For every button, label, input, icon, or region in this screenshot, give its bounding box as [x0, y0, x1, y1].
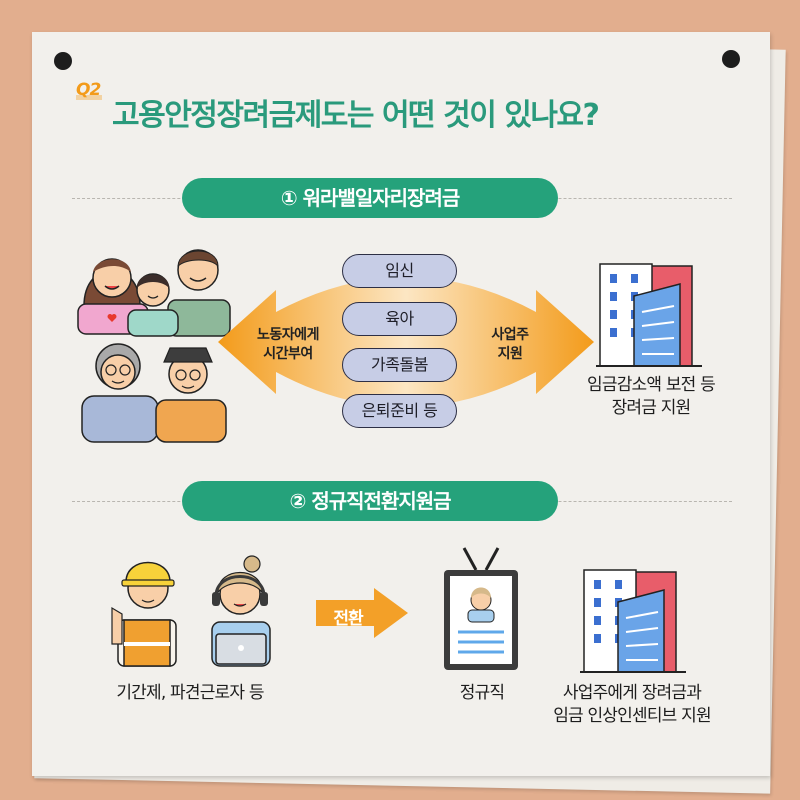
question-badge: Q2	[76, 80, 103, 100]
company-building-icon	[596, 263, 702, 367]
pin-right-icon	[722, 50, 740, 68]
change-label: 전환	[333, 609, 363, 629]
workers-caption: 기간제, 파견근로자 등	[116, 683, 264, 703]
section-1-result-caption: 임금감소액 보전 등 장려금 지원	[560, 374, 742, 420]
employee-id-badge-icon	[444, 547, 518, 670]
arrow-right-text: 사업주 지원	[480, 326, 540, 364]
double-arrow-icon	[218, 277, 594, 407]
section-2-result-line-2: 임금 인상인센티브 지원	[553, 706, 711, 726]
section-2-result-line-1: 사업주에게 장려금과	[562, 683, 702, 703]
tag-childcare: 육아	[342, 302, 457, 336]
section-2-title: ② 정규직전환지원금	[182, 481, 558, 521]
arrow-left-text: 노동자에게 시간부여	[248, 326, 328, 364]
arrow-right-line-1: 사업주	[491, 327, 529, 343]
page-title: 고용안정장려금제도는 어떤 것이 있나요?	[112, 98, 600, 133]
change-arrow-icon	[316, 588, 408, 638]
tag-pregnancy: 임신	[342, 254, 457, 288]
section-1-result-line-1: 임금감소액 보전 등	[587, 375, 716, 395]
company-building-icon	[580, 569, 686, 673]
section-1-title: ① 워라밸일자리장려금	[182, 178, 558, 218]
section-2-result-caption: 사업주에게 장려금과 임금 인상인센티브 지원	[530, 682, 734, 728]
tag-family-care: 가족돌봄	[342, 348, 457, 382]
temporary-workers-icon	[111, 555, 271, 667]
tag-retirement-prep: 은퇴준비 등	[342, 394, 457, 428]
arrow-left-line-2: 시간부여	[263, 346, 313, 362]
pin-left-icon	[54, 52, 72, 70]
regular-worker-caption: 정규직	[459, 683, 505, 703]
section-1-result-line-2: 장려금 지원	[611, 398, 692, 418]
arrow-right-line-2: 지원	[497, 346, 523, 362]
family-people-icon	[77, 249, 231, 443]
arrow-left-line-1: 노동자에게	[257, 327, 319, 343]
